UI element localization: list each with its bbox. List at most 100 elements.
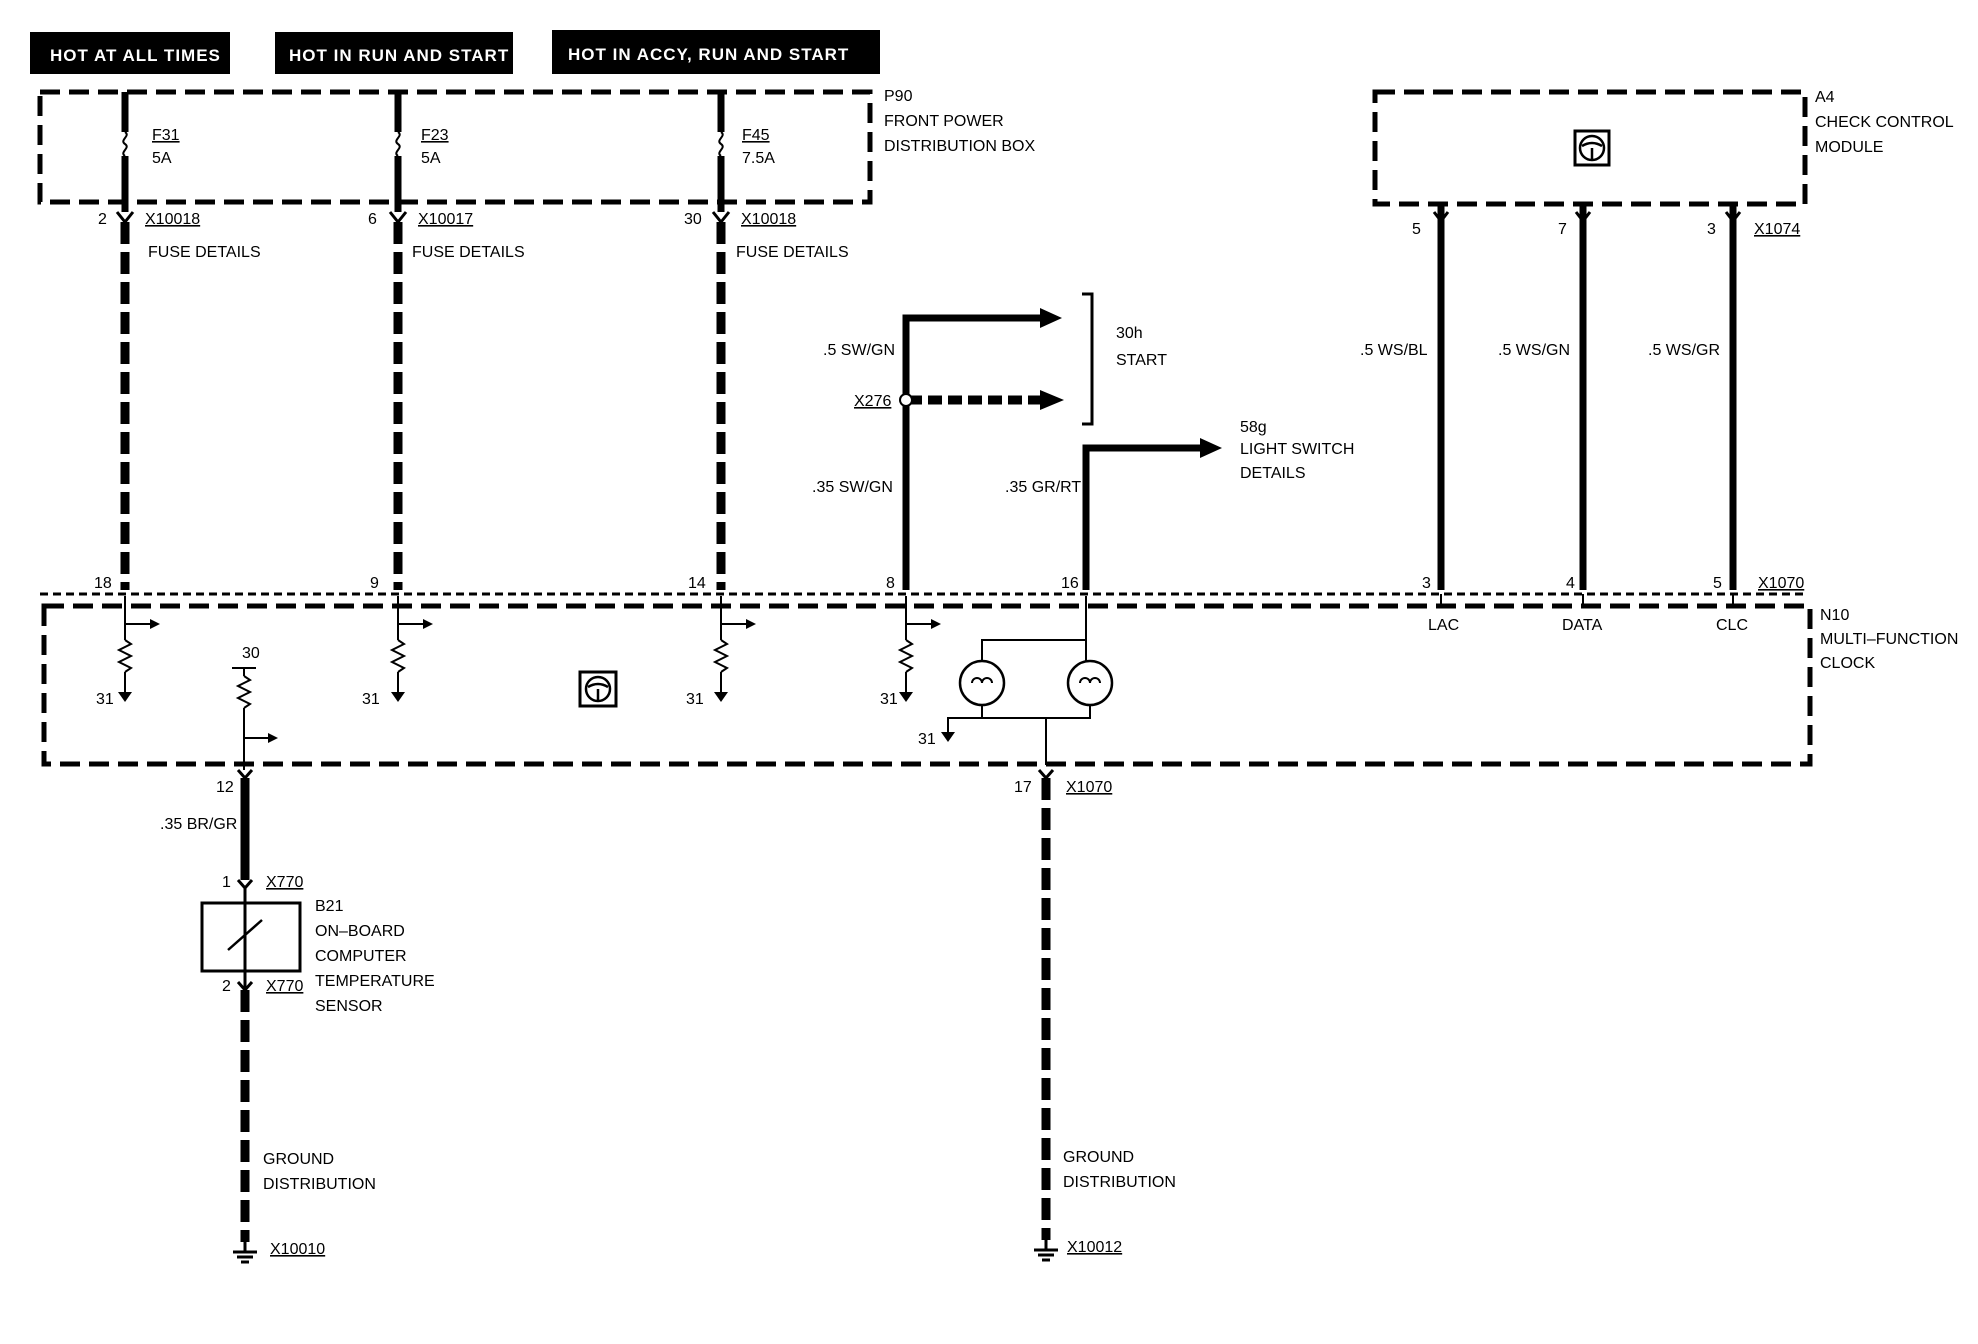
n10-ground-31-d: 31: [880, 691, 898, 708]
variable-resistor-icon: [227, 919, 263, 951]
header-badges: HOT AT ALL TIMES HOT IN RUN AND START HO…: [30, 30, 880, 74]
fuse-f45-rating: 7.5A: [742, 150, 775, 167]
fuse-f31-connector: X10018: [145, 211, 200, 228]
indicator-lamps: [941, 596, 1114, 765]
ground-left-line2: DISTRIBUTION: [263, 1176, 376, 1193]
fuse-f45-connector: X10018: [741, 211, 796, 228]
a4-pin-7: 7: [1558, 221, 1567, 238]
sensor-id: B21: [315, 898, 344, 915]
ground-left-line1: GROUND: [263, 1151, 334, 1168]
n10-internal-30: 30: [242, 645, 260, 662]
module-symbol-icon: [1573, 129, 1611, 167]
input-resistor-14: [712, 596, 756, 702]
n10-bus-lac: LAC: [1428, 617, 1459, 634]
sensor-connector-2: X770: [266, 978, 303, 995]
a4-id: A4: [1815, 89, 1835, 106]
fuse-f23-details: FUSE DETAILS: [412, 244, 525, 261]
fuse-f45-name: F45: [742, 127, 770, 144]
a4-pin-3: 3: [1707, 221, 1716, 238]
fuse-f45-pin: 30: [684, 211, 702, 228]
input-resistor-18: [116, 596, 160, 702]
b21-temperature-sensor: [200, 901, 302, 973]
n10-connector: X1070: [1758, 575, 1804, 592]
n10-pin-8: 8: [886, 575, 895, 592]
a4-connector: X1074: [1754, 221, 1800, 238]
sensor-name-line3: TEMPERATURE: [315, 973, 435, 990]
ground-right-line2: DISTRIBUTION: [1063, 1174, 1176, 1191]
n10-id: N10: [1820, 607, 1849, 624]
ground-left-connector: X10010: [270, 1241, 325, 1258]
ground-right: GROUND DISTRIBUTION X10012: [1034, 778, 1176, 1262]
fuse-f23-connector: X10017: [418, 211, 473, 228]
n10-ground-31-a: 31: [96, 691, 114, 708]
fuse-f23-name: F23: [421, 127, 449, 144]
a4-wire-clc: .5 WS/GR: [1648, 342, 1720, 359]
n10-ground-31-c: 31: [686, 691, 704, 708]
fuse-f45-circuit: F45 7.5A 30 X10018 FUSE DETAILS: [684, 92, 849, 590]
sensor-connector-1: X770: [266, 874, 303, 891]
sensor-pin-2: 2: [222, 978, 231, 995]
a4-pin-5: 5: [1412, 221, 1421, 238]
header-hot-run-start: HOT IN RUN AND START: [289, 46, 509, 65]
sensor-wire: .35 BR/GR: [160, 816, 237, 833]
fuse-f31-rating: 5A: [152, 150, 172, 167]
start-arrow-left-icon: [1040, 308, 1062, 328]
n10-bus-data: DATA: [1562, 617, 1603, 634]
sensor-name-line1: ON–BOARD: [315, 923, 405, 940]
sensor-input-resistor: [232, 667, 278, 770]
input-resistor-9: [389, 596, 433, 702]
fuse-f31-circuit: F31 5A 2 X10018 FUSE DETAILS: [98, 92, 261, 590]
n10-ground-31-b: 31: [362, 691, 380, 708]
a4-wire-lac: .5 WS/BL: [1360, 342, 1428, 359]
start-wire-bottom: .35 SW/GN: [812, 479, 893, 496]
p90-name-line2: DISTRIBUTION BOX: [884, 138, 1035, 155]
n10-bottom-connector: X1070: [1066, 779, 1112, 796]
fuse-f23-rating: 5A: [421, 150, 441, 167]
a4-check-control-module: A4 CHECK CONTROL MODULE 5 7 3 X1074 .5 W…: [1360, 89, 1954, 590]
p90-distribution-box: P90 FRONT POWER DISTRIBUTION BOX: [37, 88, 1035, 205]
light-label-line2: DETAILS: [1240, 465, 1306, 482]
clock-symbol-icon: [578, 670, 618, 708]
fuse-f45-details: FUSE DETAILS: [736, 244, 849, 261]
sensor-circuit: .35 BR/GR 1 X770 2 X770 B21 ON–BOARD COM…: [160, 778, 435, 1242]
start-arrow-right-icon: [1040, 390, 1064, 410]
start-wire-top: .5 SW/GN: [823, 342, 895, 359]
n10-name-line2: CLOCK: [1820, 655, 1875, 672]
sensor-name-line2: COMPUTER: [315, 948, 407, 965]
n10-ground-31-e: 31: [918, 731, 936, 748]
n10-pin-3: 3: [1422, 575, 1431, 592]
input-resistor-8: [897, 596, 941, 702]
fuse-f31-name: F31: [152, 127, 180, 144]
start-splice: X276: [854, 393, 891, 410]
sensor-name-line4: SENSOR: [315, 998, 383, 1015]
n10-pin-14: 14: [688, 575, 706, 592]
n10-pin-4: 4: [1566, 575, 1575, 592]
ground-right-connector: X10012: [1067, 1239, 1122, 1256]
ground-left: GROUND DISTRIBUTION X10010: [233, 1151, 376, 1264]
n10-pin-9: 9: [370, 575, 379, 592]
n10-pin-18: 18: [94, 575, 112, 592]
header-hot-accy: HOT IN ACCY, RUN AND START: [568, 45, 849, 64]
n10-name-line1: MULTI–FUNCTION: [1820, 631, 1958, 648]
sensor-pin-1: 1: [222, 874, 231, 891]
n10-multi-function-clock: N10 MULTI–FUNCTION CLOCK 18 9 14 8 16 3 …: [40, 575, 1958, 796]
start-terminal: 30h: [1116, 325, 1143, 342]
header-hot-always: HOT AT ALL TIMES: [50, 46, 221, 65]
light-label-line1: LIGHT SWITCH: [1240, 441, 1354, 458]
n10-bus-clc: CLC: [1716, 617, 1748, 634]
n10-pin-17: 17: [1014, 779, 1032, 796]
light-terminal: 58g: [1240, 419, 1267, 436]
splice-x276: [899, 393, 913, 407]
fuse-f23-circuit: F23 5A 6 X10017 FUSE DETAILS: [368, 92, 525, 590]
n10-pin-12: 12: [216, 779, 234, 796]
ground-right-line1: GROUND: [1063, 1149, 1134, 1166]
a4-name-line2: MODULE: [1815, 139, 1883, 156]
start-circuit: .5 SW/GN X276 .35 SW/GN 30h START: [812, 292, 1167, 590]
start-label: START: [1116, 352, 1167, 369]
p90-name-line1: FRONT POWER: [884, 113, 1004, 130]
light-wire: .35 GR/RT: [1005, 479, 1081, 496]
fuse-f23-pin: 6: [368, 211, 377, 228]
fuse-f31-pin: 2: [98, 211, 107, 228]
n10-pin-5: 5: [1713, 575, 1722, 592]
